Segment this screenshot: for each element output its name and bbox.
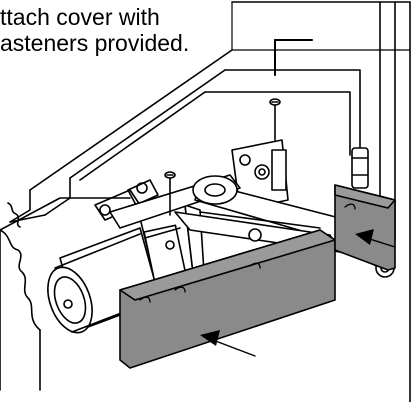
hinge-pin (351, 147, 369, 189)
arrow-icon (200, 330, 256, 357)
arrow-icon-2 (355, 229, 396, 248)
mounting-plate-right (127, 179, 159, 206)
caption-line-2: asteners provided. (0, 30, 190, 56)
screw-icon-2 (269, 98, 281, 141)
top-bracket (231, 139, 289, 211)
caption-line-1: ttach cover with (0, 4, 160, 30)
door-slab (0, 197, 131, 391)
instruction-caption: ttach cover with asteners provided. (0, 0, 189, 56)
cover-end (334, 184, 396, 271)
screw-icon (164, 171, 176, 216)
allen-key-icon (274, 39, 313, 76)
